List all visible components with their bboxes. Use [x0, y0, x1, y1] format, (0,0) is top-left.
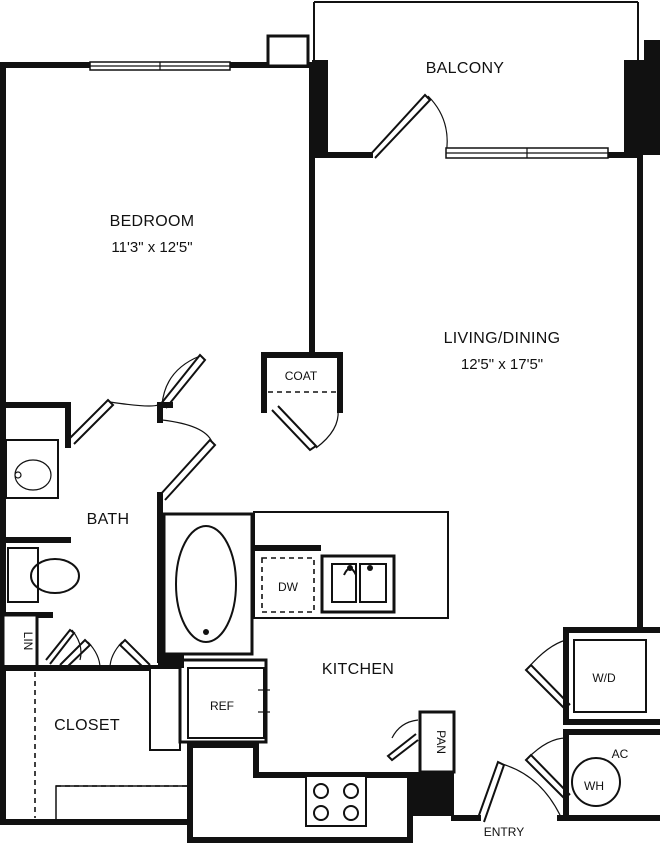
kitchen-label: KITCHEN [322, 661, 394, 678]
toilet [7, 547, 80, 603]
living-window [445, 147, 609, 159]
refrigerator: REF [149, 658, 270, 751]
bath-door[interactable] [67, 398, 159, 445]
coat-label: COAT [285, 369, 318, 383]
pantry-label: PAN [434, 730, 448, 754]
kitchen-counter [187, 742, 413, 793]
washer-dryer-closet: W/D [563, 627, 660, 725]
bathtub [162, 512, 254, 656]
linen-closet: LIN [1, 613, 39, 670]
stove [305, 775, 367, 827]
bedroom-dimensions: 11'3" x 12'5" [111, 239, 192, 256]
bathroom-sink [5, 439, 59, 499]
closet: CLOSET [0, 665, 189, 821]
dishwasher-label: DW [278, 580, 299, 594]
washer-dryer-door[interactable] [524, 639, 571, 711]
column [266, 34, 310, 68]
bath-label: BATH [87, 511, 130, 528]
entry-door[interactable] [451, 760, 569, 823]
balcony-door[interactable] [369, 93, 448, 159]
living-dining: LIVING/DINING 12'5" x 17'5" [444, 330, 561, 373]
dishwasher: DW [261, 557, 315, 613]
entry-label: ENTRY [484, 825, 524, 839]
living-dining-dimensions: 12'5" x 17'5" [461, 356, 543, 373]
closet-label: CLOSET [54, 717, 120, 734]
water-heater-label: WH [584, 779, 604, 793]
bedroom-door[interactable] [159, 353, 207, 409]
bedroom: BEDROOM 11'3" x 12'5" [110, 213, 195, 256]
balcony-label: BALCONY [426, 60, 505, 77]
kitchen-sink [320, 554, 396, 614]
coat-closet-door[interactable] [271, 405, 339, 452]
pantry-door[interactable] [386, 719, 419, 762]
living-dining-label: LIVING/DINING [444, 330, 561, 347]
closet-doors[interactable] [59, 638, 151, 669]
linen-label: LIN [21, 632, 35, 651]
mechanical-door[interactable] [524, 737, 571, 801]
balcony: BALCONY [312, 1, 660, 155]
washer-dryer-label: W/D [592, 671, 616, 685]
coat-closet: COAT [261, 352, 343, 413]
air-conditioner-label: AC [612, 747, 629, 761]
refrigerator-label: REF [210, 699, 234, 713]
hall-door[interactable] [159, 419, 217, 501]
bedroom-window [89, 61, 231, 71]
mechanical-closet: AC WH [563, 729, 660, 821]
pantry: PAN [410, 710, 456, 816]
bedroom-label: BEDROOM [110, 213, 195, 230]
